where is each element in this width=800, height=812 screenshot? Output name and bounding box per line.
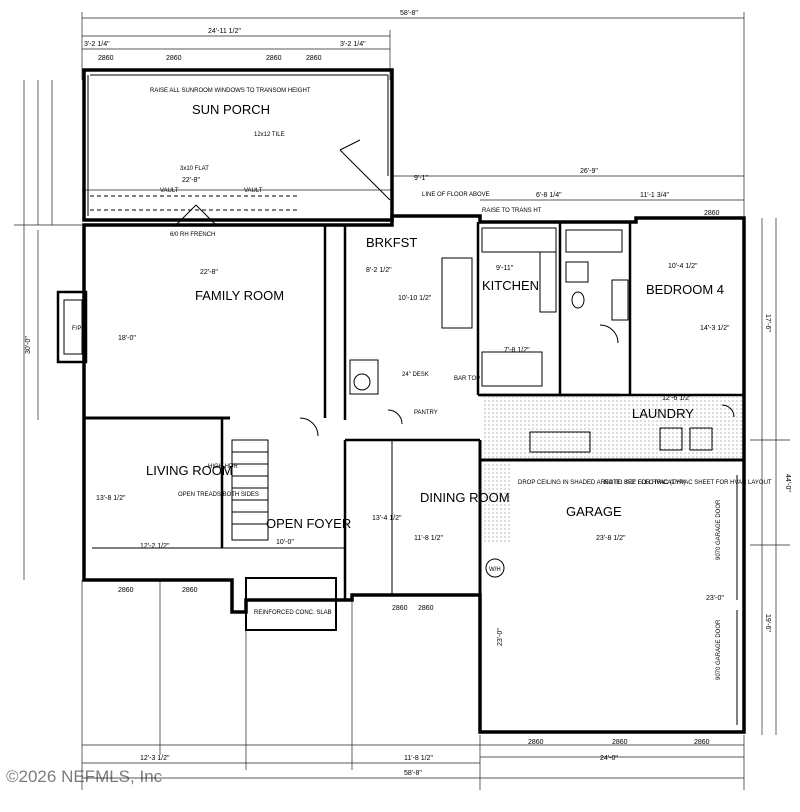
desk-note: 24" DESK xyxy=(402,372,429,378)
brkfst-label: BRKFST xyxy=(366,235,417,250)
pantry-note: PANTRY xyxy=(414,410,438,416)
garage-doors xyxy=(736,475,746,725)
fp-label: F/P xyxy=(72,326,81,332)
fireplace xyxy=(56,290,88,364)
dim-seg-f: 19'-6" xyxy=(764,614,771,632)
dim-overall-top: 58'-8" xyxy=(400,10,418,17)
living-width: 12'-2 1/2" xyxy=(140,543,170,550)
living-height: 13'-8 1/2" xyxy=(96,495,126,502)
family-height: 18'-0" xyxy=(118,335,136,342)
water-heater: W/H xyxy=(485,558,505,578)
drop-ceiling-note: DROP CEILING IN SHADED AREA TO 8'-0" FOR… xyxy=(518,480,686,486)
bedroom4-label: BEDROOM 4 xyxy=(646,282,724,297)
dim-bottom-left: 12'-3 1/2" xyxy=(140,755,170,762)
wh-label: W/H xyxy=(489,567,501,573)
dining-width: 11'-8 1/2" xyxy=(414,535,444,542)
family-width: 22'-8" xyxy=(200,269,218,276)
win-3: 2860 xyxy=(266,55,282,62)
dim-seg-g: 17'-6" xyxy=(764,314,771,332)
dining-height: 13'-4 1/2" xyxy=(372,515,402,522)
win-11: 2860 xyxy=(612,739,628,746)
bedroom-height: 14'-3 1/2" xyxy=(700,325,730,332)
garage-door-upper: 9070 GARAGE DOOR xyxy=(716,499,722,560)
laundry-fixtures xyxy=(482,397,742,542)
dim-seg-b: 3'-2 1/4" xyxy=(340,41,366,48)
bedroom-width: 10'-4 1/2" xyxy=(668,263,698,270)
dim-mid-right: 26'-9" xyxy=(580,168,598,175)
dim-right-side: 44'-0" xyxy=(784,474,791,492)
garage-height: 23'-0" xyxy=(706,595,724,602)
dim-overall-bottom: 58'-8" xyxy=(404,770,422,777)
sun-porch-label: SUN PORCH xyxy=(192,102,270,117)
dim-seg-c: 6'-8 1/4" xyxy=(536,192,562,199)
vault-note-left: VAULT xyxy=(160,188,179,194)
sun-porch xyxy=(82,68,394,222)
flat-note: 3x10 FLAT xyxy=(180,166,209,172)
dim-seg-e: 9'-1" xyxy=(414,175,428,182)
dim-top-left: 24'-11 1/2" xyxy=(208,28,241,35)
dim-garage-depth: 23'-0" xyxy=(497,628,504,646)
brkfst-height: 10'-10 1/2" xyxy=(398,295,432,302)
win-1: 2860 xyxy=(98,55,114,62)
french-door-note: 6/0 RH FRENCH xyxy=(170,232,215,238)
high-header-note: HIGH HDR xyxy=(208,464,238,470)
dim-seg-d: 11'-1 3/4" xyxy=(640,192,670,199)
copyright-watermark: ©2026 NEFMLS, Inc xyxy=(6,767,163,786)
foyer-size: 10'-0" xyxy=(276,539,294,546)
stairs xyxy=(231,439,269,541)
win-9: 2860 xyxy=(418,605,434,612)
front-porch xyxy=(245,577,337,631)
vault-note-right: VAULT xyxy=(244,188,263,194)
garage-label: GARAGE xyxy=(566,504,622,519)
living-room-label: LIVING ROOM xyxy=(146,463,233,478)
win-4: 2860 xyxy=(306,55,322,62)
sun-porch-size: 22'-8" xyxy=(182,177,200,184)
kitchen-label: KITCHEN xyxy=(482,278,539,293)
electrical-note: NOTE: SEE ELECTRICAL/HVAC SHEET FOR HVAC… xyxy=(604,480,772,486)
win-7: 2860 xyxy=(182,587,198,594)
laundry-width: 12'-6 1/2" xyxy=(662,395,692,402)
kitchen-height: 7'-8 1/2" xyxy=(504,347,530,354)
reinforced-note: REINFORCED CONC. SLAB xyxy=(254,610,332,616)
win-8: 2860 xyxy=(392,605,408,612)
win-12: 2860 xyxy=(694,739,710,746)
win-5: 2860 xyxy=(704,210,720,217)
bathroom xyxy=(565,229,629,321)
brkfst-width: 8'-2 1/2" xyxy=(366,267,392,274)
laundry-label: LAUNDRY xyxy=(632,406,694,421)
house-walls xyxy=(82,214,746,734)
tile-note: 12x12 TILE xyxy=(254,132,285,138)
dim-bottom-garage: 24'-0" xyxy=(600,755,618,762)
win-10: 2860 xyxy=(528,739,544,746)
win-6: 2860 xyxy=(118,587,134,594)
win-2: 2860 xyxy=(166,55,182,62)
kitchen-width: 9'-11" xyxy=(496,265,514,272)
family-room-label: FAMILY ROOM xyxy=(195,288,284,303)
raise-windows-note: RAISE ALL SUNROOM WINDOWS TO TRANSOM HEI… xyxy=(150,88,311,94)
line-floor-note: LINE OF FLOOR ABOVE xyxy=(422,192,490,198)
dining-room-label: DINING ROOM xyxy=(420,490,510,505)
garage-width: 23'-8 1/2" xyxy=(596,535,626,542)
dim-bottom-mid: 11'-8 1/2" xyxy=(404,755,434,762)
dim-left-side: 30'-0" xyxy=(25,336,32,354)
right-dimensions xyxy=(750,218,790,735)
dim-seg-a: 3'-2 1/4" xyxy=(84,41,110,48)
kitchen-counters xyxy=(349,227,557,395)
open-treads-note: OPEN TREADS BOTH SIDES xyxy=(178,492,259,498)
doors xyxy=(175,204,735,437)
top-dimensions xyxy=(81,12,745,220)
left-dimensions xyxy=(14,80,90,580)
garage-door-lower: 9070 GARAGE DOOR xyxy=(716,619,722,680)
open-foyer-label: OPEN FOYER xyxy=(266,516,351,531)
bar-top-note: BAR TOP xyxy=(454,376,480,382)
raise-trans-note: RAISE TO TRANS HT xyxy=(482,208,542,214)
